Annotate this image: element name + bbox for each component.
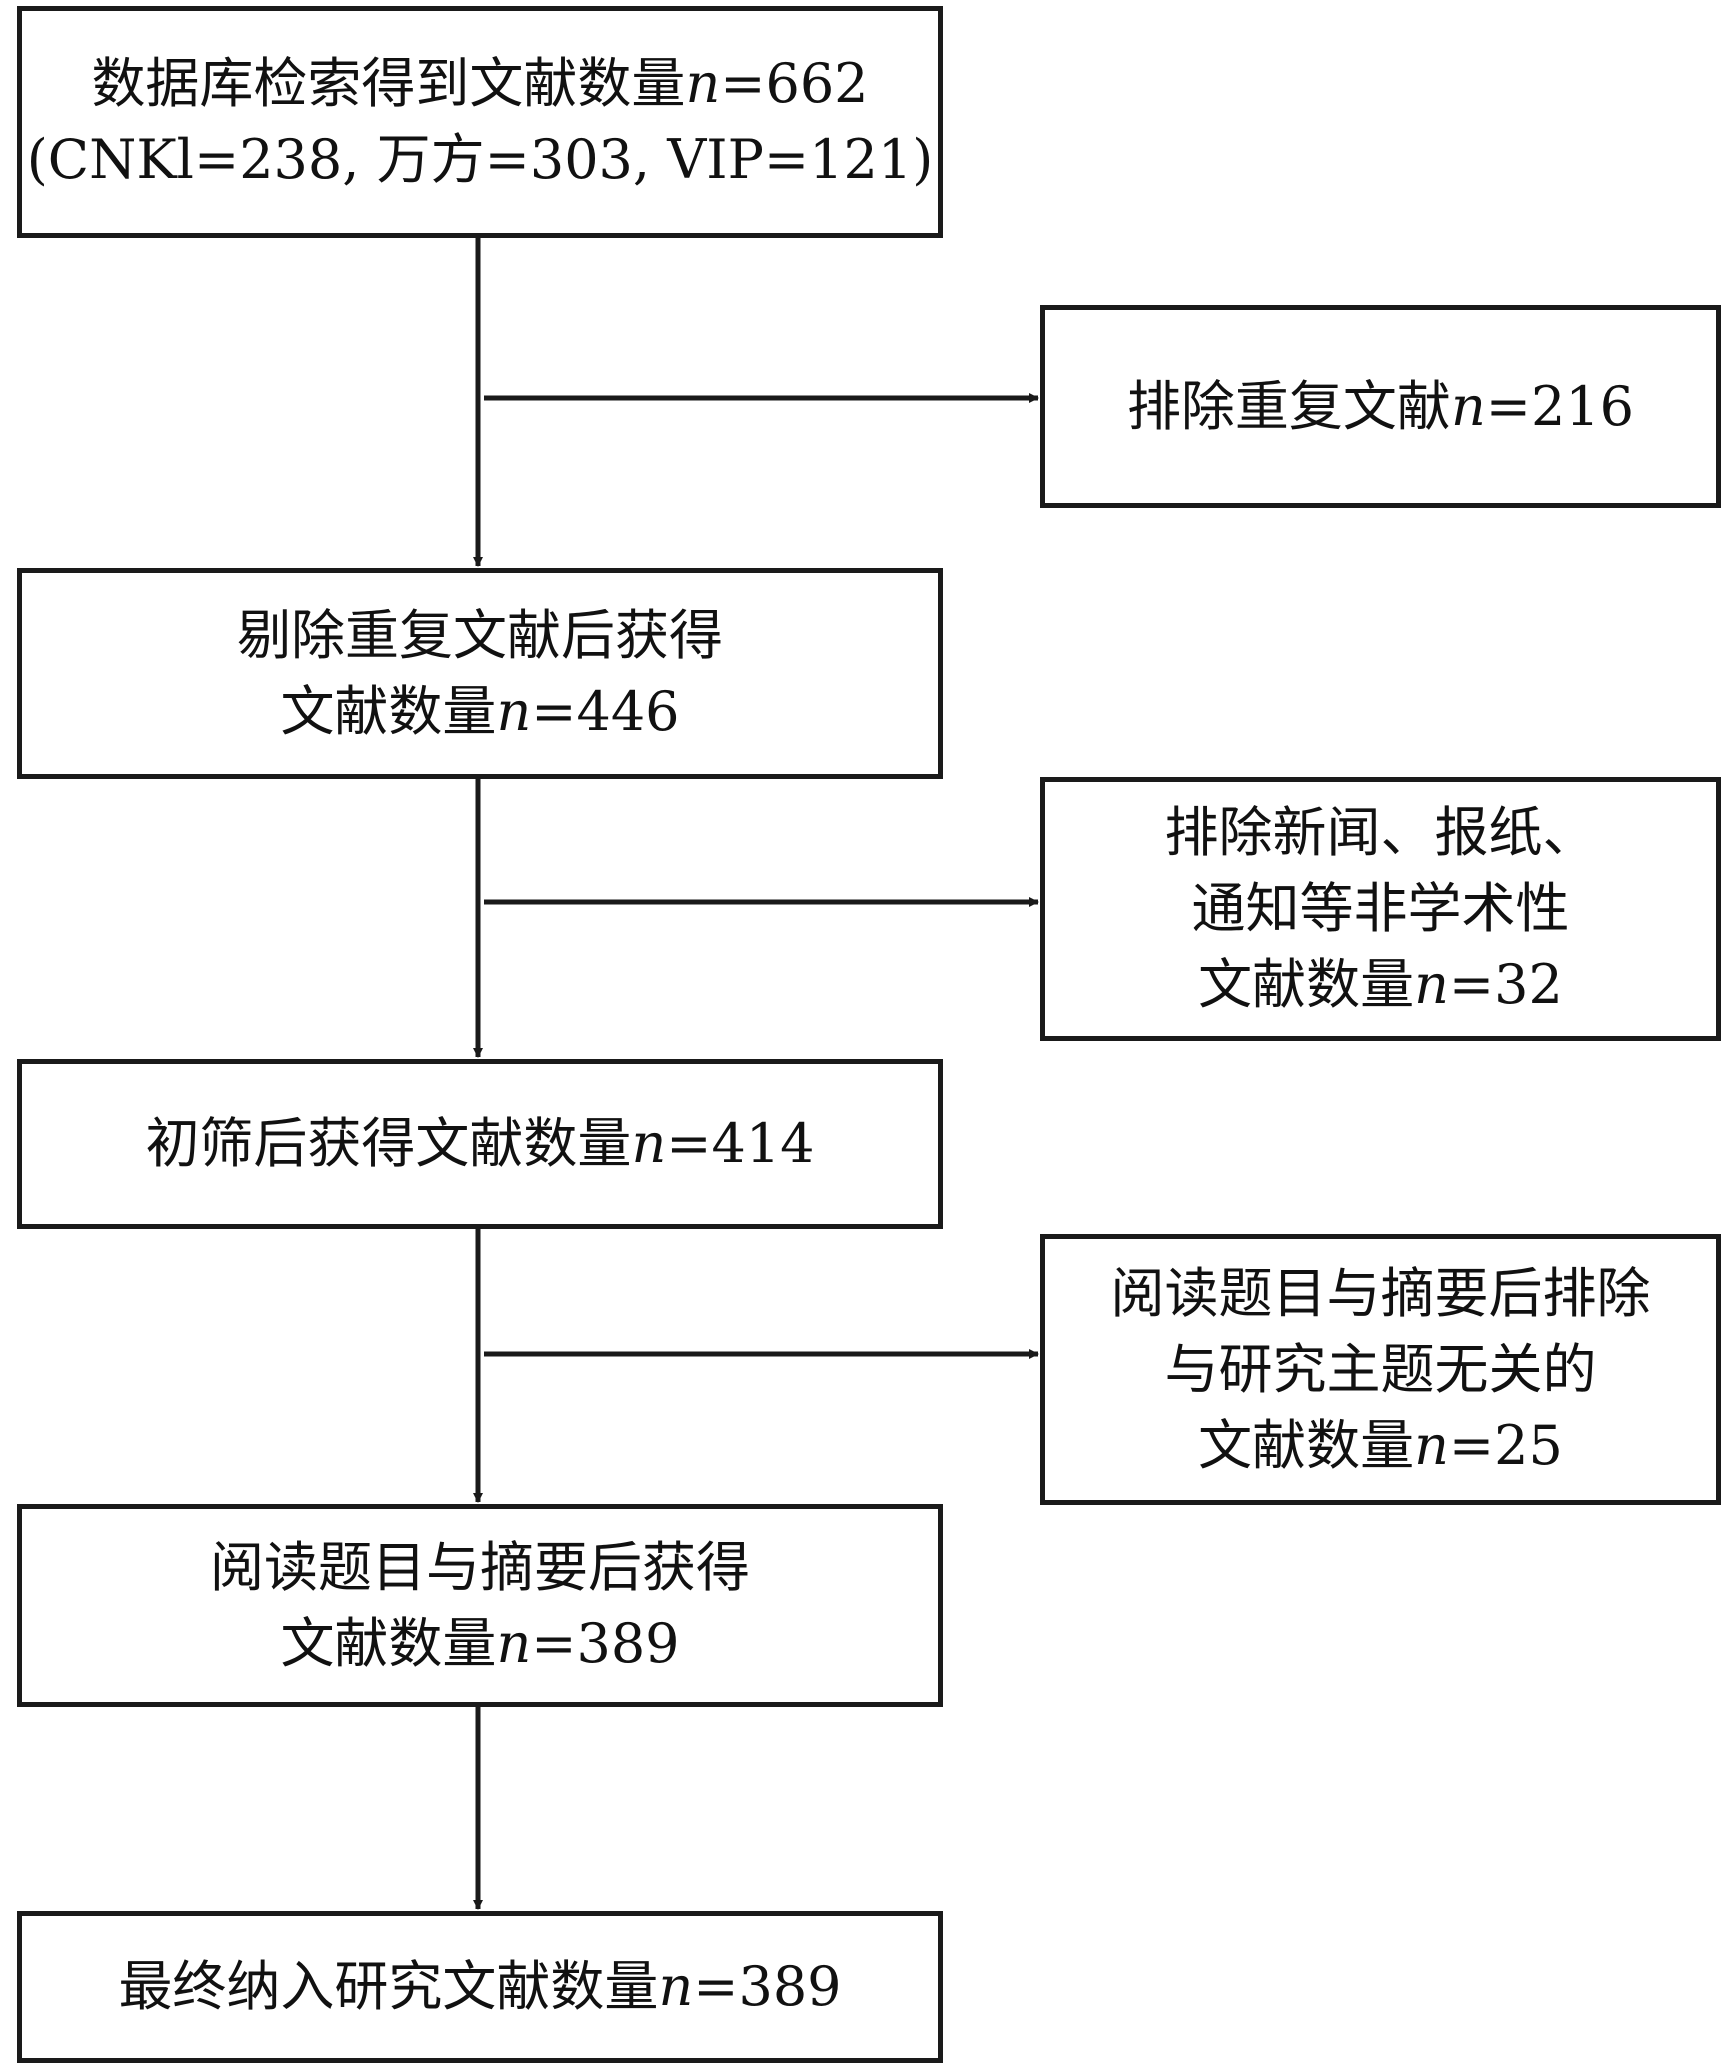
after-abstract-review-line1: 阅读题目与摘要后获得 [210, 1535, 750, 1599]
after-abstract-review-line2: 文献数量n=389 [280, 1611, 680, 1675]
box-exclude-irrelevant: 阅读题目与摘要后排除 与研究主题无关的 文献数量n=25 [1040, 1234, 1721, 1505]
exclude-duplicates-text: 排除重复文献n=216 [1126, 374, 1635, 438]
box-after-abstract-review: 阅读题目与摘要后获得 文献数量n=389 [17, 1504, 943, 1707]
after-dedup-line1: 剔除重复文献后获得 [237, 603, 723, 667]
box-after-initial-screen: 初筛后获得文献数量n=414 [17, 1059, 943, 1229]
box-after-dedup: 剔除重复文献后获得 文献数量n=446 [17, 568, 943, 779]
exclude-nonacademic-line2: 通知等非学术性 [1191, 877, 1570, 940]
exclude-irrelevant-line3: 文献数量n=25 [1198, 1413, 1563, 1477]
box-exclude-duplicates: 排除重复文献n=216 [1040, 305, 1721, 508]
search-line2: (CNKl=238, 万方=303, VIP=121) [26, 128, 934, 191]
exclude-nonacademic-line1: 排除新闻、报纸、 [1164, 801, 1597, 864]
search-line1: 数据库检索得到文献数量n=662 [91, 52, 869, 115]
exclude-irrelevant-line2: 与研究主题无关的 [1164, 1337, 1597, 1401]
box-final-included: 最终纳入研究文献数量n=389 [17, 1911, 943, 2063]
after-initial-screen-text: 初筛后获得文献数量n=414 [145, 1112, 815, 1175]
exclude-nonacademic-line3: 文献数量n=32 [1198, 953, 1563, 1016]
after-dedup-line2: 文献数量n=446 [280, 679, 680, 743]
box-database-search: 数据库检索得到文献数量n=662 (CNKl=238, 万方=303, VIP=… [17, 6, 943, 238]
final-included-text: 最终纳入研究文献数量n=389 [118, 1955, 842, 2018]
exclude-irrelevant-line1: 阅读题目与摘要后排除 [1110, 1261, 1651, 1325]
box-exclude-nonacademic: 排除新闻、报纸、 通知等非学术性 文献数量n=32 [1040, 777, 1721, 1041]
